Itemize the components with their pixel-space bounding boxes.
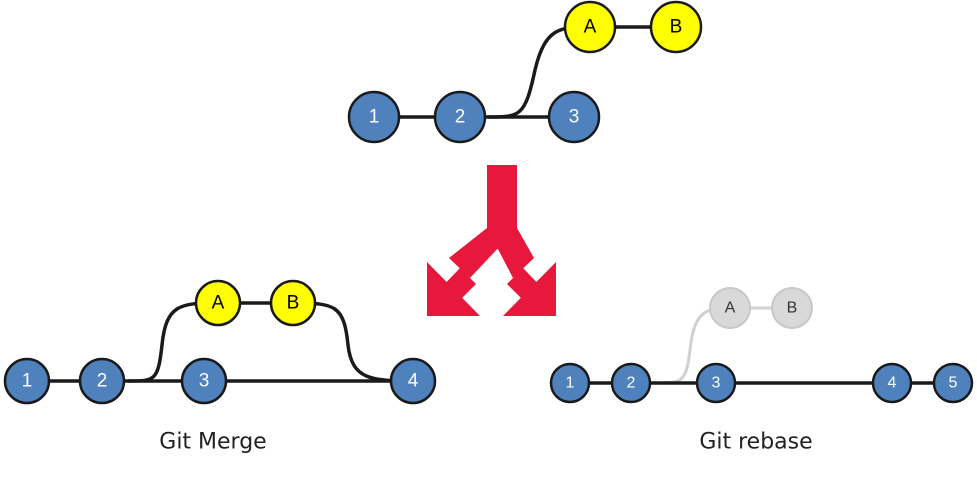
svg-text:A: A	[584, 17, 597, 38]
rebase-commit-2: 2	[610, 362, 652, 404]
svg-text:5: 5	[949, 375, 958, 392]
merge-commit-1: 1	[3, 357, 51, 405]
svg-text:1: 1	[566, 375, 575, 392]
top-history: 1 2 3 A B	[347, 0, 703, 144]
merge-commit-3: 3	[180, 357, 228, 405]
svg-text:3: 3	[569, 107, 580, 128]
top-commit-b: B	[649, 0, 703, 54]
top-commit-3: 3	[547, 90, 601, 144]
merge-commit-4: 4	[389, 357, 437, 405]
svg-text:2: 2	[627, 375, 636, 392]
rebase-commit-4: 4	[871, 362, 913, 404]
svg-text:3: 3	[712, 375, 721, 392]
svg-text:B: B	[287, 293, 300, 314]
merge-commit-b: B	[269, 279, 317, 327]
rebase-commit-3: 3	[695, 362, 737, 404]
svg-text:2: 2	[455, 107, 466, 128]
svg-text:A: A	[212, 293, 225, 314]
rebase-commit-1: 1	[549, 362, 591, 404]
rebase-ghost-commit-a: A	[709, 287, 751, 329]
svg-text:B: B	[670, 17, 683, 38]
top-commit-2: 2	[433, 90, 487, 144]
top-commit-1: 1	[347, 90, 401, 144]
merge-history: 1 2 3 4 A B Git Merge	[3, 279, 437, 455]
top-commit-a: A	[563, 0, 617, 54]
rebase-commit-5: 5	[932, 362, 974, 404]
svg-text:4: 4	[888, 375, 897, 392]
svg-text:B: B	[787, 300, 798, 317]
svg-text:3: 3	[199, 371, 210, 392]
merge-branch-out	[127, 301, 217, 383]
rebase-caption: Git rebase	[699, 430, 812, 455]
merge-commit-2: 2	[78, 357, 126, 405]
merge-commit-a: A	[194, 279, 242, 327]
svg-text:A: A	[725, 300, 736, 317]
svg-text:1: 1	[22, 371, 33, 392]
split-arrow-icon	[427, 165, 556, 316]
rebase-history: A B 1 2 3 4 5 Git rebase	[549, 287, 974, 455]
svg-text:1: 1	[369, 107, 380, 128]
svg-text:2: 2	[97, 371, 108, 392]
svg-text:4: 4	[408, 371, 419, 392]
rebase-ghost-commit-b: B	[771, 287, 813, 329]
merge-branch-in	[292, 301, 414, 383]
merge-caption: Git Merge	[159, 430, 266, 455]
